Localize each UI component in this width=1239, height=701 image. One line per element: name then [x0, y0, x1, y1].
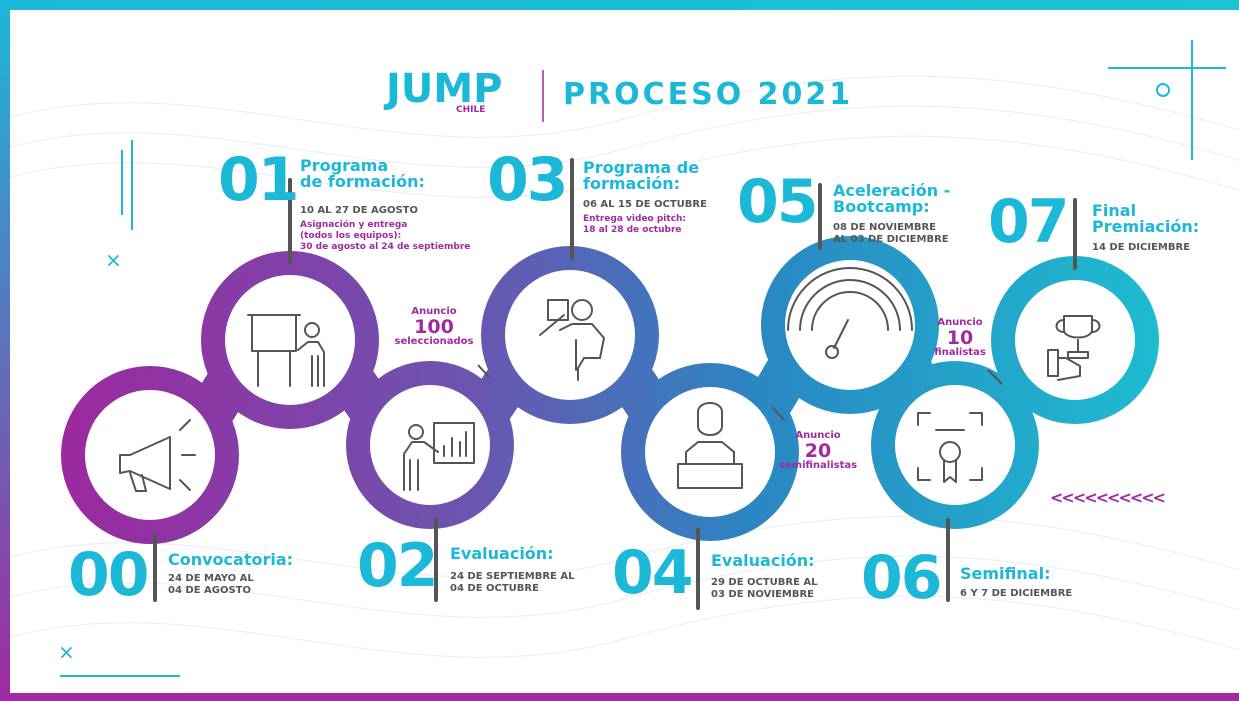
person-laptop-icon: [677, 402, 743, 489]
chevron-decoration: <<<<<<<<<<: [1050, 488, 1166, 507]
announcement: Anuncio 10 finalistas: [934, 317, 986, 358]
stage-dates: 06 AL 15 DE OCTUBRE: [583, 199, 707, 210]
certificate-icon: [917, 412, 983, 483]
stage-notes: Asignación y entrega(todos los equipos):…: [300, 220, 471, 252]
announcement: Anuncio 20 semifinalistas: [778, 430, 858, 471]
background-waves: [0, 75, 1239, 658]
presentation-chart-icon: [403, 422, 475, 491]
stage-number: 00: [68, 540, 149, 610]
stage-dates: 14 DE DICIEMBRE: [1092, 242, 1191, 253]
presenter-board-icon: [247, 314, 325, 387]
stage-number: 05: [737, 167, 818, 237]
megaphone-icon: [119, 419, 196, 492]
speedometer-icon: [787, 267, 913, 359]
stage-title: Aceleración -Bootcamp:: [833, 181, 951, 216]
stage-number: 03: [487, 145, 568, 215]
page-title: PROCESO 2021: [563, 77, 854, 112]
stage-dates: 10 AL 27 DE AGOSTO: [300, 205, 418, 216]
stage-number: 06: [861, 543, 942, 613]
stage-title: Semifinal:: [960, 564, 1051, 583]
stage-title: Convocatoria:: [168, 550, 294, 569]
stage-number: 01: [218, 145, 299, 215]
cross-mark: ×: [58, 640, 75, 664]
logo-text: JUMP: [386, 66, 503, 112]
stage-number: 02: [357, 531, 438, 601]
stage-title: Evaluación:: [450, 544, 554, 563]
teacher-pointer-icon: [539, 299, 605, 381]
stage-number: 04: [612, 538, 693, 608]
brand-logo: JUMP: [386, 66, 502, 112]
stage-notes: Entrega video pitch:18 al 28 de octubre: [583, 214, 687, 235]
logo-sub: CHILE: [456, 105, 486, 115]
stage-title: Evaluación:: [711, 551, 815, 570]
stage-number: 07: [988, 187, 1069, 257]
stage-circles: [61, 236, 1159, 544]
cross-mark: ×: [105, 248, 122, 272]
announcement: Anuncio 100 seleccionados: [394, 306, 474, 347]
trophy-hand-icon: [1047, 315, 1101, 381]
stage-dates: 6 Y 7 DE DICIEMBRE: [960, 588, 1073, 599]
